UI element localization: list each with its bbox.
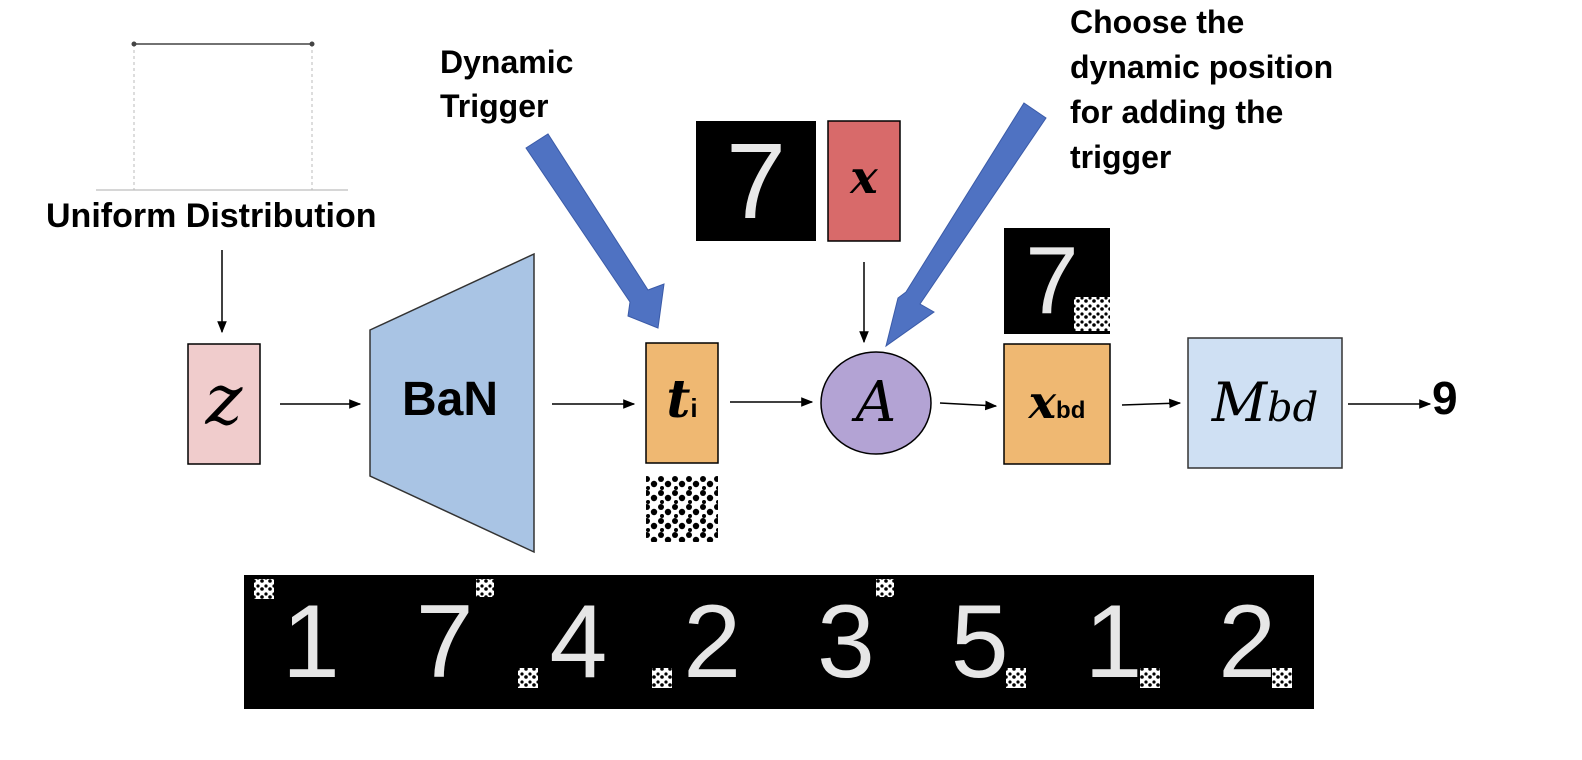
- model-subscript: bd: [1267, 385, 1319, 431]
- trigger-symbol: ti: [646, 370, 718, 443]
- output-label: 9: [1432, 372, 1458, 424]
- dynamic-trigger-label: Dynamic Trigger: [440, 40, 573, 128]
- input-x-box: [827, 120, 901, 242]
- input-digit-image: [696, 121, 816, 241]
- model-m: M: [1211, 371, 1268, 434]
- z-latent-box: [187, 343, 261, 465]
- strip-digit: 1: [281, 584, 340, 700]
- strip-digit: 7: [415, 584, 474, 700]
- dynamic-position-line-4: trigger: [1070, 139, 1172, 175]
- dynamic-position-label: Choose the dynamic position for adding t…: [1070, 0, 1333, 180]
- trigger-box: [645, 342, 719, 464]
- strip-digit: 5: [950, 584, 1009, 700]
- ban-network: [369, 252, 535, 554]
- model-symbol: Mbd: [1188, 368, 1342, 452]
- poisoned-digit-image: [1004, 228, 1110, 334]
- xbd-x: x: [1028, 375, 1057, 429]
- xbd-symbol: xbd: [1004, 372, 1110, 444]
- apply-symbol: A: [855, 370, 897, 435]
- x-symbol: x: [850, 150, 878, 204]
- xbd-subscript: bd: [1056, 397, 1086, 424]
- apply-trigger-circle: [820, 351, 932, 455]
- dynamic-position-line-3: for adding the: [1070, 94, 1284, 130]
- trigger-t: t: [666, 369, 691, 430]
- trigger-subscript: i: [690, 393, 698, 423]
- poisoned-samples-strip: [244, 575, 1314, 709]
- strip-digit: 1: [1084, 584, 1143, 700]
- strip-digit: 4: [549, 584, 608, 700]
- uniform-distribution-label: Uniform Distribution: [46, 197, 377, 235]
- z-symbol: z: [205, 359, 243, 441]
- dynamic-position-line-1: Choose the: [1070, 4, 1245, 40]
- strip-digit: 3: [816, 584, 875, 700]
- digit-seven: 7: [725, 120, 787, 241]
- dynamic-position-line-2: dynamic position: [1070, 49, 1334, 85]
- strip-digit: 2: [683, 584, 742, 700]
- poisoned-digit-seven: 7: [1025, 227, 1079, 334]
- ban-label: BaN: [401, 373, 499, 426]
- strip-digits: 1 7 4 2 3 5 1 2: [244, 575, 1314, 709]
- dynamic-trigger-line-1: Dynamic: [440, 44, 574, 80]
- dynamic-position-arrow: [885, 102, 1047, 348]
- flow-arrows: [217, 250, 1432, 411]
- xbd-box: [1003, 343, 1111, 465]
- dynamic-trigger-arrow: [525, 133, 665, 329]
- dynamic-trigger-line-2: Trigger: [440, 88, 549, 124]
- backdoored-model-box: [1187, 337, 1343, 469]
- strip-digit: 2: [1218, 584, 1277, 700]
- uniform-distribution-plot: [96, 41, 348, 191]
- trigger-pattern: [646, 476, 718, 542]
